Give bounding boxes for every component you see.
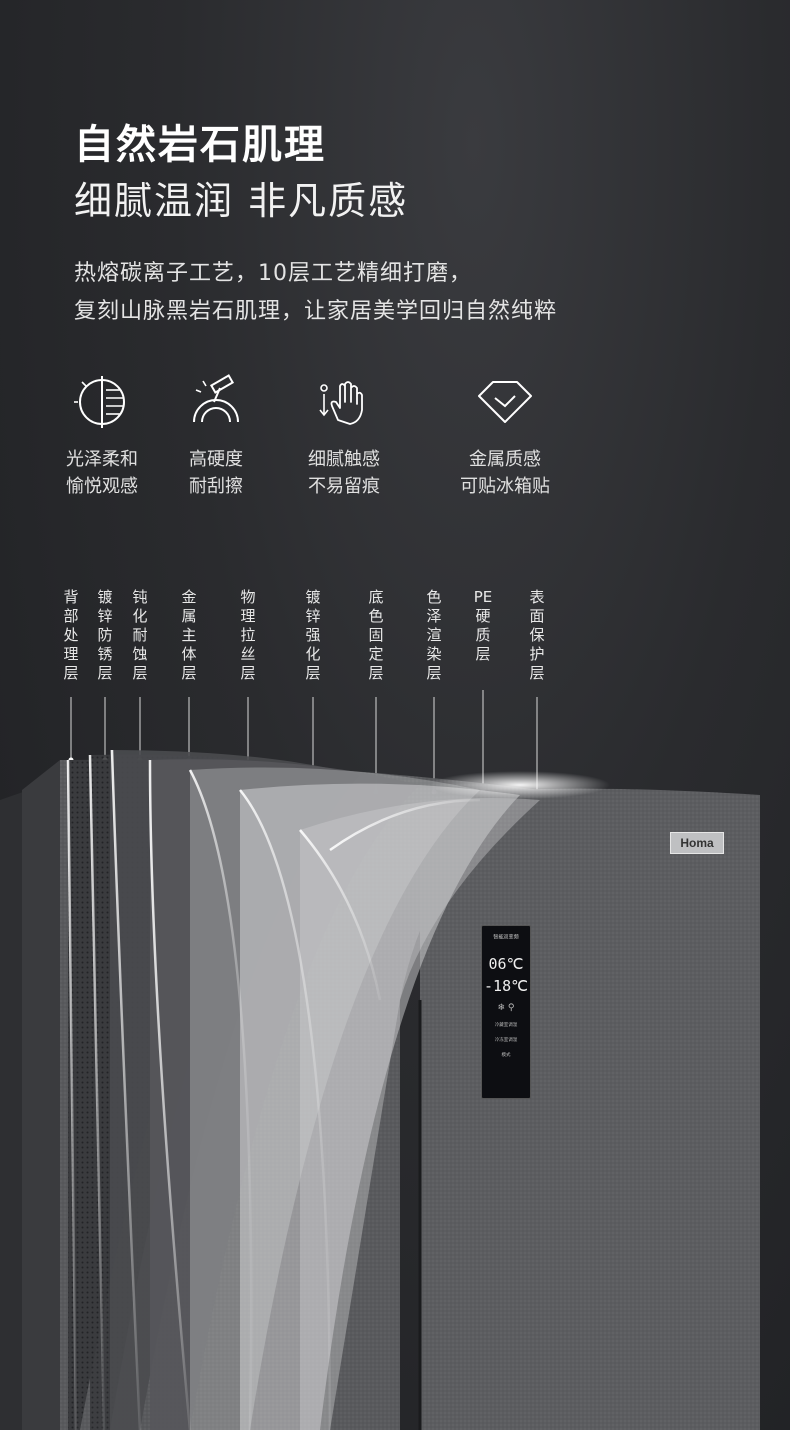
feature-hardness-line-2: 耐刮擦	[189, 476, 243, 497]
hammer-arc-icon	[193, 374, 239, 423]
control-panel: 智能双变频 06℃ -18℃ ❄ ⚲ 冷藏室调温 冷冻室调温 模式	[481, 925, 531, 1099]
brand-logo: Homa	[670, 832, 724, 854]
layer-label-7: 底色固定层	[368, 588, 384, 682]
fridge-temperature: 06℃	[488, 955, 524, 973]
feature-metal-line-1: 金属质感	[469, 449, 541, 470]
feature-metal: 金属质感 可贴冰箱贴	[430, 372, 580, 500]
snowflake-icon: ❄ ⚲	[497, 1003, 515, 1013]
layer-label-8: 色泽渲染层	[426, 588, 442, 682]
feature-gloss-line-2: 愉悦观感	[66, 476, 138, 497]
hand-touch-icon	[319, 381, 363, 425]
feature-gloss: 光泽柔和 愉悦观感	[27, 372, 177, 500]
panel-mode: 模式	[501, 1052, 511, 1058]
panel-fridge-adjust: 冷藏室调温	[494, 1022, 518, 1028]
half-circle-gloss-icon	[74, 376, 125, 428]
description-line-1: 热熔碳离子工艺，10层工艺精细打磨，	[74, 261, 472, 286]
diamond-icon	[478, 381, 532, 423]
feature-touch-line-1: 细腻触感	[308, 449, 380, 470]
feature-metal-line-2: 可贴冰箱贴	[460, 476, 550, 497]
layer-label-2: 镀锌防锈层	[97, 588, 113, 682]
layer-label-6: 镀锌强化层	[305, 588, 321, 682]
page-title: 自然岩石肌理	[74, 122, 326, 168]
layer-label-1: 背部处理层	[63, 588, 79, 682]
panel-freezer-adjust: 冷冻室调温	[494, 1037, 518, 1043]
layer-label-10: 表面保护层	[529, 588, 545, 682]
page-subtitle: 细腻温润 非凡质感	[74, 179, 409, 223]
description: 热熔碳离子工艺，10层工艺精细打磨， 复刻山脉黑岩石肌理，让家居美学回归自然纯粹	[74, 255, 557, 331]
panel-header: 智能双变频	[493, 934, 519, 941]
layer-label-4: 金属主体层	[181, 588, 197, 682]
feature-hardness: 高硬度 耐刮擦	[141, 372, 291, 500]
freezer-temperature: -18℃	[484, 977, 528, 995]
description-line-2: 复刻山脉黑岩石肌理，让家居美学回归自然纯粹	[74, 299, 558, 324]
feature-gloss-line-1: 光泽柔和	[66, 449, 138, 470]
fridge-illustration	[0, 690, 760, 1430]
layer-label-5: 物理拉丝层	[240, 588, 256, 682]
layer-label-3: 钝化耐蚀层	[132, 588, 148, 682]
layer-label-9: PE硬质层	[473, 588, 493, 663]
feature-touch: 细腻触感 不易留痕	[269, 372, 419, 500]
feature-hardness-line-1: 高硬度	[189, 449, 243, 470]
feature-touch-line-2: 不易留痕	[308, 476, 380, 497]
